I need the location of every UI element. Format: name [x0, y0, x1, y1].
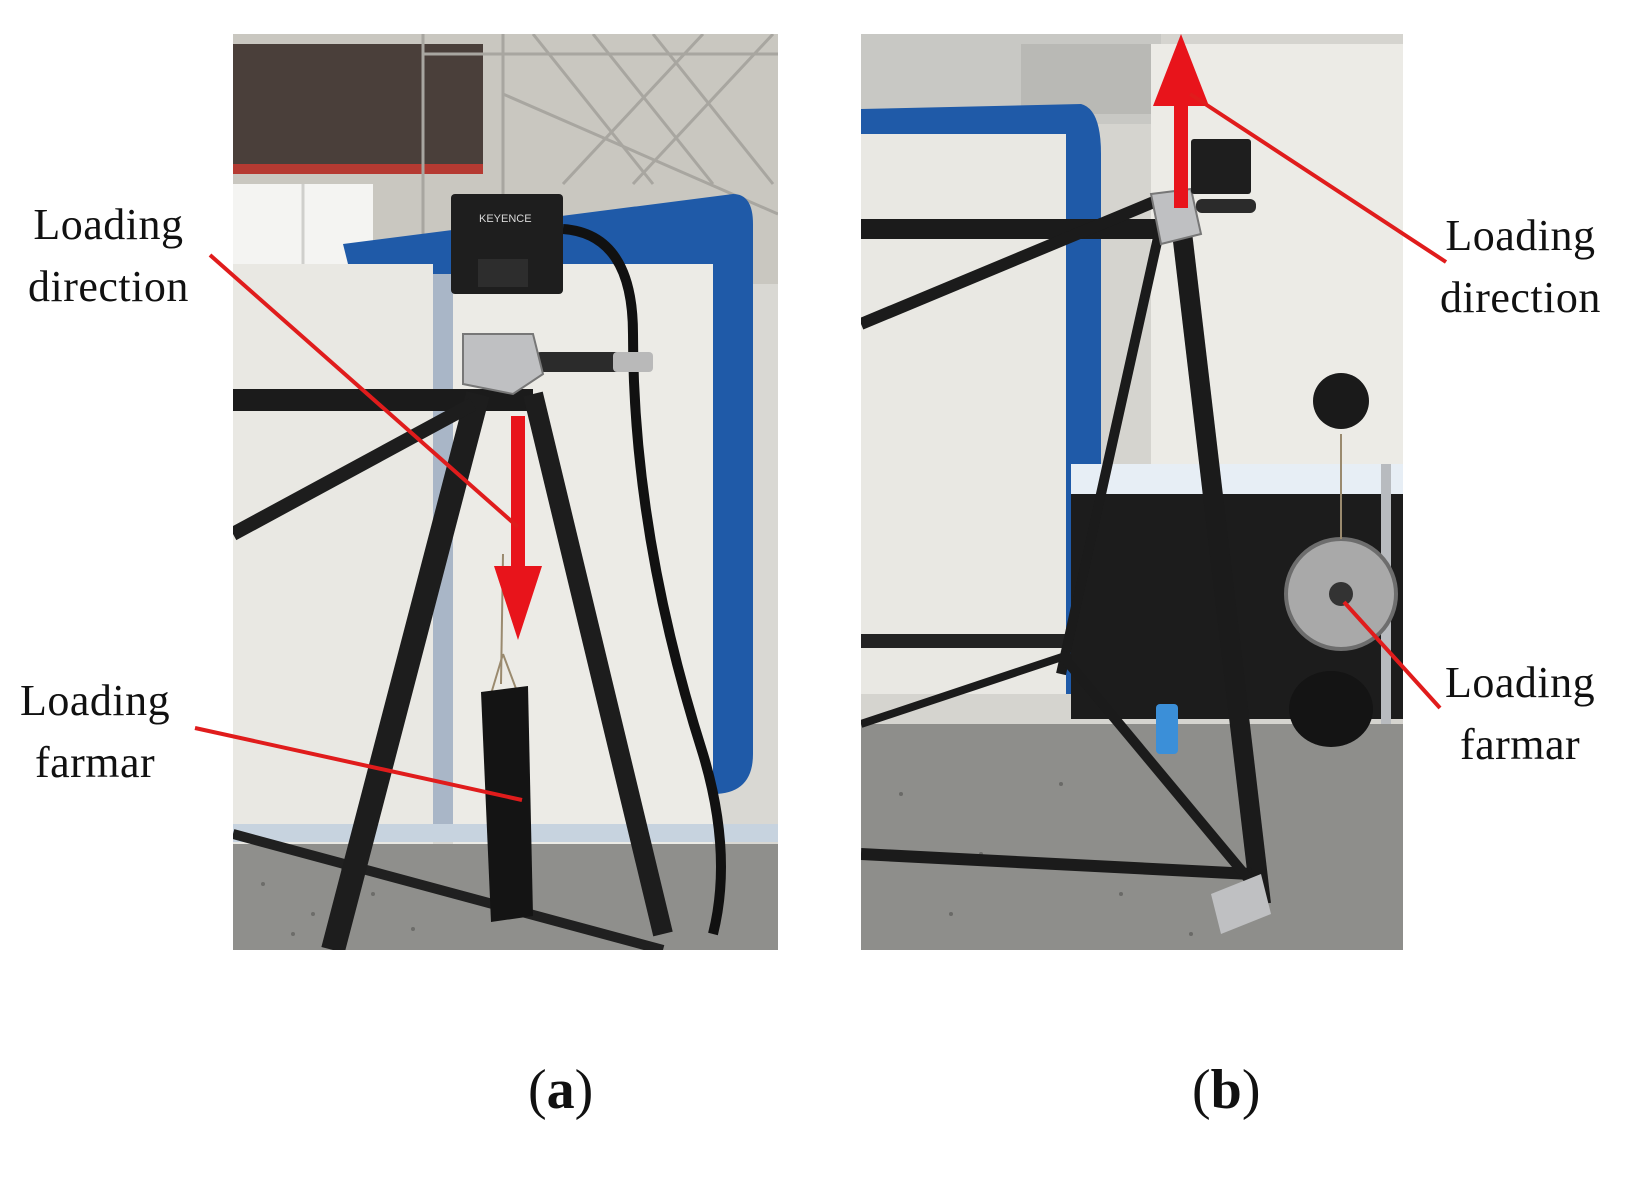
photo-panel-b	[861, 34, 1403, 950]
label-line-1: Loading	[20, 676, 171, 725]
label-line-2: direction	[1440, 273, 1601, 322]
photo-panel-a: KEYENCE	[233, 34, 778, 950]
sensor-brand-text: KEYENCE	[479, 213, 532, 225]
label-loading-direction-b: Loading direction	[1440, 205, 1601, 329]
label-line-1: Loading	[1445, 211, 1596, 260]
photo-b-illustration	[861, 34, 1403, 950]
label-line-2: farmar	[34, 738, 156, 787]
caption-b-letter: b	[1210, 1059, 1242, 1121]
label-line-2: farmar	[1459, 720, 1581, 769]
caption-b: (b)	[1192, 1059, 1261, 1121]
label-loading-farmar-b: Loading farmar	[1445, 652, 1595, 776]
label-line-1: Loading	[33, 200, 184, 249]
label-line-2: direction	[28, 262, 189, 311]
photo-a-illustration: KEYENCE	[233, 34, 778, 950]
label-loading-farmar-a: Loading farmar	[20, 670, 170, 794]
label-line-1: Loading	[1445, 658, 1596, 707]
label-loading-direction-a: Loading direction	[28, 194, 189, 318]
caption-a-letter: a	[546, 1059, 575, 1121]
caption-a: (a)	[528, 1059, 594, 1121]
